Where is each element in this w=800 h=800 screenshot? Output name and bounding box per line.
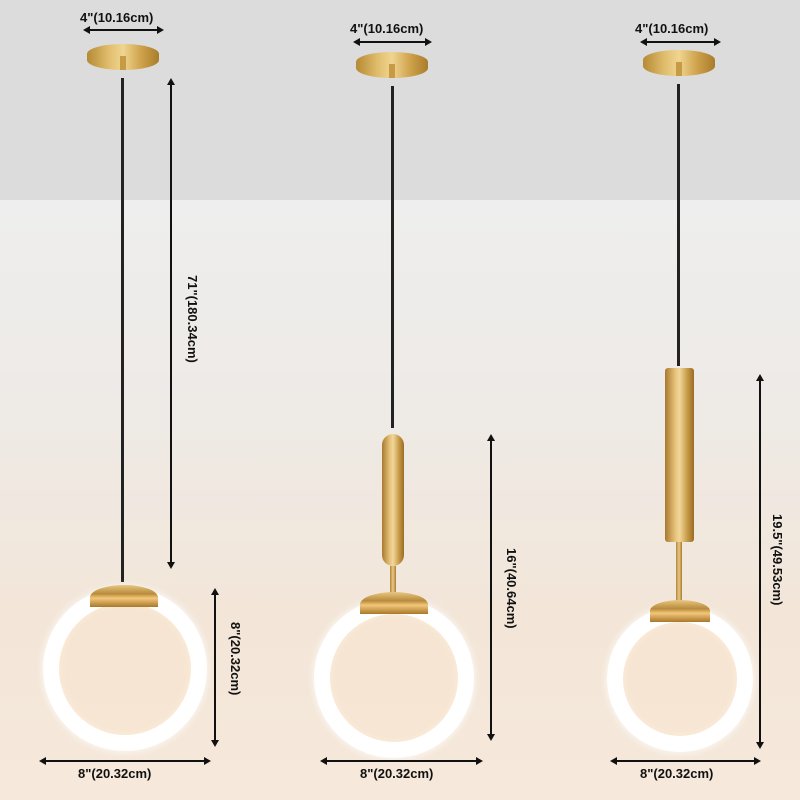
dimension-line [613, 760, 757, 762]
body-height-label: 16"(40.64cm) [504, 548, 519, 629]
suspension-cord [391, 86, 394, 428]
ceiling-canopy [643, 50, 715, 80]
arrow-down-icon [167, 562, 175, 569]
arrow-down-icon [756, 742, 764, 749]
arrow-right-icon [204, 757, 211, 765]
ring-width-label: 8"(20.32cm) [78, 766, 152, 781]
brass-stem [390, 566, 396, 594]
suspension-cord [121, 78, 124, 582]
led-ring [314, 598, 474, 758]
arrow-up-icon [487, 434, 495, 441]
arrow-right-icon [754, 757, 761, 765]
canopy-width-label: 4"(10.16cm) [635, 21, 709, 36]
arrow-left-icon [640, 38, 647, 46]
arrow-right-icon [157, 26, 164, 34]
led-ring [607, 606, 753, 752]
overall-height-label: 71"(180.34cm) [185, 275, 200, 363]
dimension-line [170, 82, 172, 566]
arrow-right-icon [714, 38, 721, 46]
ceiling-canopy [356, 52, 428, 82]
arrow-left-icon [39, 757, 46, 765]
arrow-right-icon [476, 757, 483, 765]
ceiling-canopy [87, 44, 159, 74]
dimension-line [356, 41, 428, 43]
dimension-line [759, 378, 761, 746]
arrow-right-icon [425, 38, 432, 46]
body-height-label: 19.5"(49.53cm) [770, 514, 785, 606]
arrow-down-icon [487, 734, 495, 741]
arrow-left-icon [353, 38, 360, 46]
arrow-up-icon [756, 374, 764, 381]
dimension-line [86, 29, 160, 31]
ring-connector [360, 592, 428, 614]
arrow-left-icon [320, 757, 327, 765]
canopy-width-label: 4"(10.16cm) [80, 10, 154, 25]
dimension-line [214, 592, 216, 742]
arrow-left-icon [610, 757, 617, 765]
ring-width-label: 8"(20.32cm) [640, 766, 714, 781]
canopy-width-label: 4"(10.16cm) [350, 21, 424, 36]
dimension-line [323, 760, 479, 762]
led-ring [43, 587, 207, 751]
brass-stem [676, 542, 682, 602]
dimension-line [490, 438, 492, 738]
dimension-line [643, 41, 717, 43]
ring-connector [650, 600, 710, 622]
brass-tube-body [665, 368, 694, 542]
ceiling-background [0, 0, 800, 200]
arrow-left-icon [83, 26, 90, 34]
arrow-up-icon [167, 78, 175, 85]
dimension-line [43, 760, 207, 762]
arrow-down-icon [211, 740, 219, 747]
brass-tube-body [382, 434, 404, 566]
ring-width-label: 8"(20.32cm) [360, 766, 434, 781]
ring-connector [90, 585, 158, 607]
arrow-up-icon [211, 588, 219, 595]
suspension-cord [677, 84, 680, 366]
ring-height-label: 8"(20.32cm) [228, 622, 243, 696]
